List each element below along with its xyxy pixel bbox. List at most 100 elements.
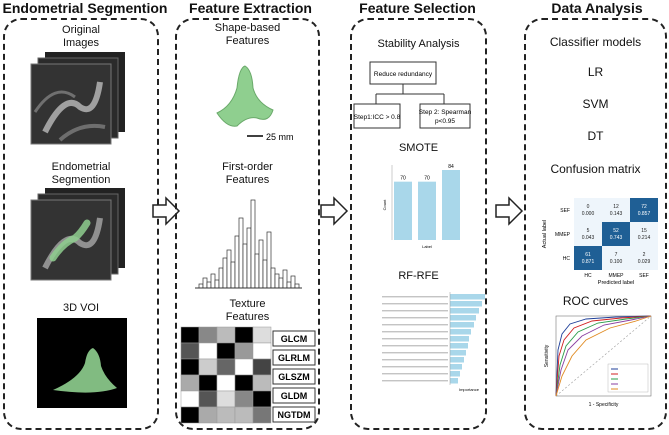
texture-item-box	[272, 349, 316, 366]
histogram-bar	[230, 261, 236, 289]
cm-cell-value: 0	[587, 204, 590, 210]
texture-cell	[234, 390, 254, 408]
rfrfe-bar	[450, 350, 466, 356]
cm-cell	[602, 222, 630, 246]
texture-cell	[216, 406, 236, 424]
texture-cell	[252, 406, 272, 424]
confusion-matrix: SEF00.000120.143720.857MMEP50.043520.743…	[542, 198, 658, 286]
texture-cell	[216, 326, 236, 344]
cm-cell-value: 52	[613, 228, 619, 234]
texture-cell	[180, 374, 200, 392]
histogram-bar	[286, 281, 292, 289]
confusion-label: Confusion matrix	[550, 162, 641, 176]
histogram-bar	[202, 277, 208, 289]
analysis-title: Data Analysis	[551, 0, 643, 16]
texture-cell	[198, 342, 218, 360]
texture-item-glcm: GLCM	[281, 334, 308, 344]
texture-features-label: Texture Features	[225, 298, 270, 323]
cm-cell-value: 0.000	[582, 211, 595, 217]
rfrfe-label: RF-RFE	[398, 270, 439, 282]
selection-title: Feature Selection	[359, 0, 476, 16]
cm-cell-value: 0.100	[610, 259, 623, 265]
texture-item-gldm: GLDM	[281, 391, 308, 401]
texture-cell	[198, 326, 218, 344]
histogram	[195, 199, 302, 289]
segmentation-title: Endometrial Segmention	[2, 0, 168, 16]
arrow-2-icon	[320, 196, 349, 226]
selection-panel: Stability Analysis Reduce redundancy Ste…	[350, 18, 487, 430]
histogram-bar	[250, 199, 256, 289]
texture-cell	[180, 358, 200, 376]
texture-cell	[216, 390, 236, 408]
histogram-bar	[238, 217, 244, 289]
rfrfe-bar	[450, 336, 469, 342]
texture-item-box	[272, 406, 316, 423]
smote-bar	[442, 170, 460, 240]
texture-cell	[216, 358, 236, 376]
texture-item-box	[272, 387, 316, 404]
texture-item-box	[272, 330, 316, 347]
analysis-panel: Classifier models LR SVM DT Confusion ma…	[524, 18, 667, 430]
histogram-bar	[294, 283, 300, 289]
first-order-label: First-order Features	[222, 161, 273, 186]
original-images-label: Original Images	[62, 24, 100, 49]
histogram-bar	[206, 281, 212, 289]
cm-cell	[574, 198, 602, 222]
histogram-bar	[258, 239, 264, 289]
cm-cell-value: 5	[587, 228, 590, 234]
flow-right-line2: p<0.95	[435, 118, 455, 125]
roc-curve	[555, 315, 652, 397]
texture-cell	[234, 406, 254, 424]
rfrfe-bar	[450, 343, 468, 349]
flow-root-text: Reduce redundancy	[374, 71, 433, 78]
cm-cell-value: 0.043	[582, 235, 595, 241]
rfrfe-bar	[450, 322, 474, 328]
extraction-panel: Shape-based Features 25 mm First-order F…	[175, 18, 320, 430]
roc-xlabel: 1 - Specificity	[589, 402, 619, 408]
cm-cell-value: 7	[615, 252, 618, 258]
texture-cell	[252, 358, 272, 376]
smote-bar-label: 70	[400, 176, 406, 182]
cm-cell-value: 15	[641, 228, 647, 234]
scale-bar-label: 25 mm	[266, 132, 294, 142]
endometrial-segmention-label: Endometrial Segmention	[51, 161, 111, 186]
cm-cell-value: 61	[585, 252, 591, 258]
roc-curve	[555, 315, 652, 397]
smote-bar-label: 84	[448, 164, 454, 170]
histogram-bar	[246, 227, 252, 289]
texture-cell	[180, 406, 200, 424]
cm-cell-value: 0.214	[638, 235, 651, 241]
cm-cell	[630, 246, 658, 270]
texture-cell	[252, 390, 272, 408]
model-svm: SVM	[582, 97, 609, 111]
rfrfe-bar	[450, 378, 458, 384]
rfrfe-bar	[450, 371, 460, 377]
cm-col-label: HC	[584, 273, 592, 279]
cm-row-label: MMEP	[555, 232, 571, 238]
histogram-bar	[254, 253, 260, 289]
cm-row-label: HC	[563, 256, 571, 262]
cm-row-label: SEF	[560, 208, 570, 214]
cm-xlabel: Predicted label	[598, 280, 634, 286]
histogram-bar	[242, 243, 248, 289]
model-dt: DT	[587, 129, 604, 143]
texture-cell	[180, 326, 200, 344]
arrow-3-icon	[495, 196, 524, 226]
cm-cell-value: 0.029	[638, 259, 651, 265]
histogram-bar	[218, 267, 224, 289]
cm-cell	[602, 246, 630, 270]
cm-cell-value: 0.857	[638, 211, 651, 217]
texture-cell	[216, 342, 236, 360]
cm-cell	[630, 198, 658, 222]
cm-cell-value: 2	[643, 252, 646, 258]
rfrfe-bar	[450, 294, 485, 300]
cm-ylabel: Actual label	[542, 220, 548, 248]
roc-label: ROC curves	[562, 294, 629, 308]
histogram-bar	[222, 257, 228, 289]
stability-label: Stability Analysis	[377, 38, 460, 50]
cm-cell	[602, 198, 630, 222]
histogram-bar	[214, 279, 220, 289]
smote-bar-label: 70	[424, 176, 430, 182]
